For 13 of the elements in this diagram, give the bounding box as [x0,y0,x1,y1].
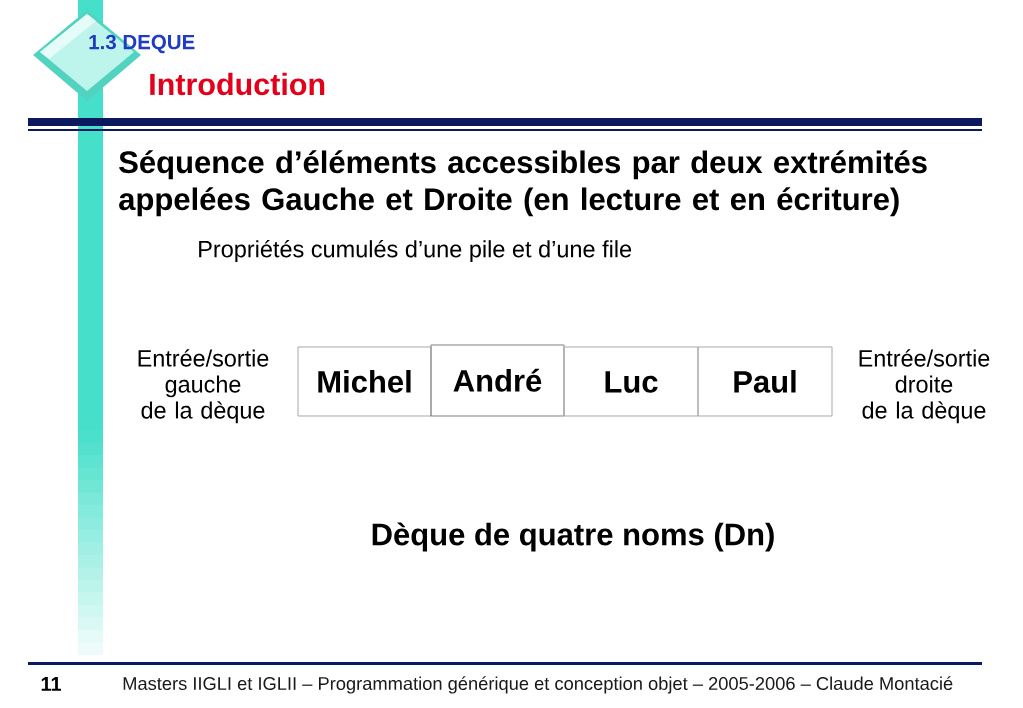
side-label: Entrée/sortie droite de la dèque [859,349,990,424]
deque-cell: Michel [297,346,432,417]
page-number: 11 [41,677,61,691]
section-number: 1.3 DEQUE [89,34,195,54]
deque-cell: Paul [697,346,833,417]
subtitle: Propriétés cumulés d’une pile et d’une file [199,239,632,263]
caption: Dèque de quatre noms (Dn) [372,522,774,552]
side-label: Entrée/sortie gauche de la dèque [138,349,269,424]
footer-text: Masters IIGLI et IGLII – Programmation générique et conception objet – 2005-2006 – Claude Montacié [123,676,953,694]
slide-title: Introduction [150,72,325,96]
deque-cell: André [430,344,565,417]
deque-cell: Luc [563,346,699,417]
body-text: Séquence d’éléments accessibles par deux extrémités appelées Gauche et Droite (en lecture et en écriture) [119,150,927,217]
